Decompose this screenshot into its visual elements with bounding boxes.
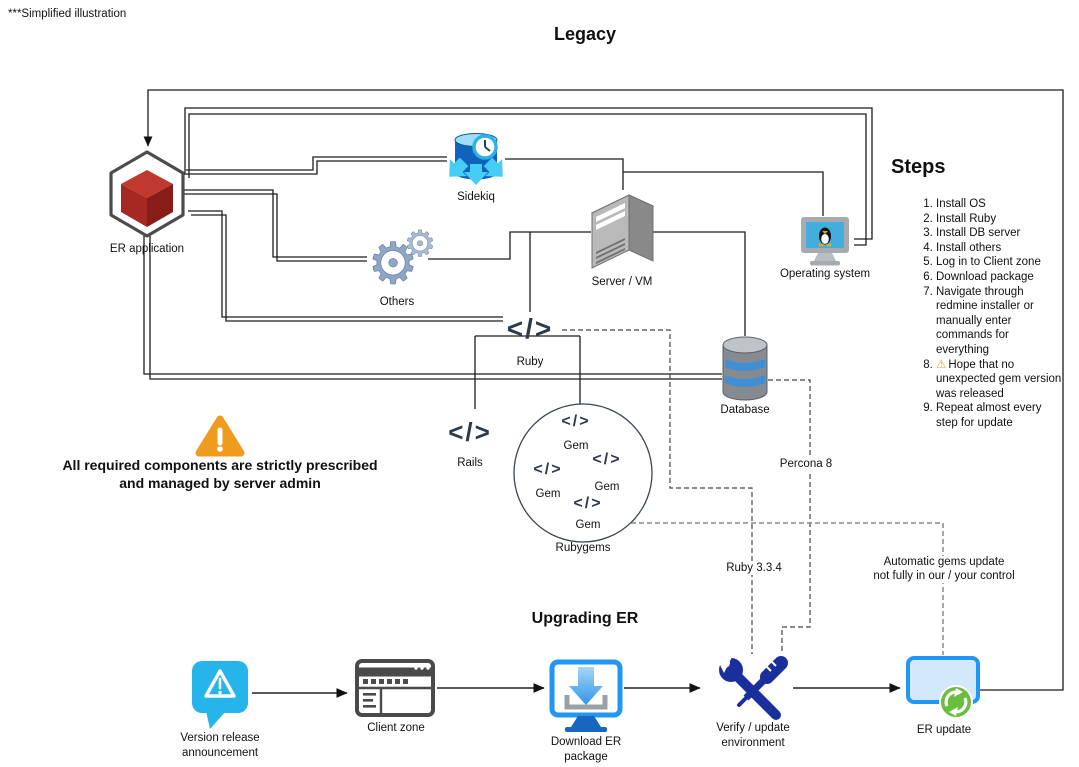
connector-erapp-ruby-b [191, 214, 503, 322]
connector-update-loop [143, 89, 1064, 691]
steps-item-8: ⚠Hope that no unexpected gem version was… [936, 358, 1062, 402]
connector-erapp-others-b [184, 193, 367, 262]
rubygems-label: Rubygems [555, 542, 611, 554]
download-er-icon [549, 659, 623, 732]
ruby-version-label: Ruby 3.3.4 [723, 562, 785, 575]
steps-item-2: Install Ruby [936, 212, 1062, 227]
download-er-label-line2: package [564, 751, 608, 763]
steps-item-7: Navigate through redmine installer or ma… [936, 285, 1062, 358]
version-release-label-line1: Version release [180, 732, 260, 744]
client-zone-icon [355, 659, 435, 717]
connector-erapp-db-a [143, 232, 722, 375]
rubygems-circle [513, 403, 653, 543]
legacy-title: Legacy [553, 24, 617, 44]
download-er-label-line1: Download ER [550, 736, 622, 748]
dashed-lines [562, 329, 944, 655]
verify-update-label-line1: Verify / update [716, 722, 790, 734]
verify-update-icon [713, 651, 788, 720]
gem-label: Gem [575, 519, 601, 531]
version-release-icon [192, 661, 248, 729]
gem-label: Gem [594, 481, 620, 493]
connector-erapp-ruby-a [188, 210, 503, 318]
operating-system-icon [801, 217, 849, 266]
flow-arrows [252, 683, 901, 698]
gem-code-icon: </> [573, 495, 603, 512]
sidekiq-label: Sidekiq [457, 191, 495, 203]
connector-lines [143, 89, 1064, 691]
verify-update-label-line2: environment [721, 737, 785, 749]
svg-text:⚙: ⚙ [367, 231, 418, 297]
connector-server-db [653, 231, 746, 336]
connector-erapp-db-b [149, 232, 722, 380]
svg-text:⚙: ⚙ [404, 224, 436, 265]
server-vm-icon [590, 194, 655, 269]
er-application-label: ER application [109, 243, 185, 255]
er-update-label: ER update [916, 724, 972, 736]
auto-gems-note-line1: Automatic gems update [880, 556, 1008, 569]
sidekiq-icon [449, 133, 503, 185]
steps-item-6: Download package [936, 270, 1062, 285]
ruby-code-icon: </> [506, 313, 554, 344]
client-zone-label: Client zone [367, 722, 425, 734]
steps-title: Steps [891, 156, 946, 178]
warning-triangle-icon [195, 415, 245, 457]
version-release-label-line2: announcement [181, 747, 259, 759]
connector-sidekiq-server [505, 158, 624, 190]
server-vm-label: Server / VM [591, 276, 653, 288]
gem-code-icon: </> [533, 461, 563, 478]
rails-code-icon: </> [448, 417, 492, 447]
gem-code-icon: </> [592, 451, 622, 468]
steps-item-9: Repeat almost every step for update [936, 401, 1062, 430]
steps-list: Install OS Install Ruby Install DB serve… [891, 197, 1062, 431]
operating-system-label: Operating system [779, 268, 871, 280]
er-application-icon [109, 150, 185, 238]
connector-erapp-sidekiq-b [186, 160, 447, 175]
connector-others-server [428, 231, 591, 260]
rails-label: Rails [457, 457, 483, 469]
admin-warning-line1: All required components are strictly pre… [62, 457, 378, 473]
tux-penguin [818, 227, 832, 247]
upgrading-er-title: Upgrading ER [531, 610, 639, 627]
er-update-icon [906, 656, 980, 719]
steps-item-5: Log in to Client zone [936, 255, 1062, 270]
steps-panel: Steps Install OS Install Ruby Install DB… [891, 156, 1061, 431]
connector-erapp-others-a [184, 189, 367, 258]
gem-label: Gem [563, 440, 589, 452]
dashed-percona-line [768, 379, 811, 654]
warning-icon: ⚠ [936, 358, 947, 371]
percona-version-label: Percona 8 [776, 458, 836, 471]
ruby-label: Ruby [516, 356, 544, 368]
dashed-auto-gems-line [631, 522, 944, 655]
auto-gems-note-line2: not fully in our / your control [870, 570, 1018, 583]
others-label: Others [379, 296, 415, 308]
steps-item-1: Install OS [936, 197, 1062, 212]
steps-item-3: Install DB server [936, 226, 1062, 241]
connector-server-os [623, 171, 824, 216]
database-label: Database [720, 404, 770, 416]
steps-item-4: Install others [936, 241, 1062, 256]
simplified-illustration-note: ***Simplified illustration [8, 8, 127, 20]
connector-erapp-os-b [188, 113, 867, 246]
gem-code-icon: </> [561, 413, 591, 430]
admin-warning-line2: and managed by server admin [119, 475, 321, 491]
connector-erapp-sidekiq-a [186, 156, 447, 171]
database-icon [722, 336, 768, 401]
others-gears-icon: ⚙ ⚙ [367, 224, 436, 298]
dashed-ruby-version-line [562, 329, 753, 654]
gem-label: Gem [535, 488, 561, 500]
